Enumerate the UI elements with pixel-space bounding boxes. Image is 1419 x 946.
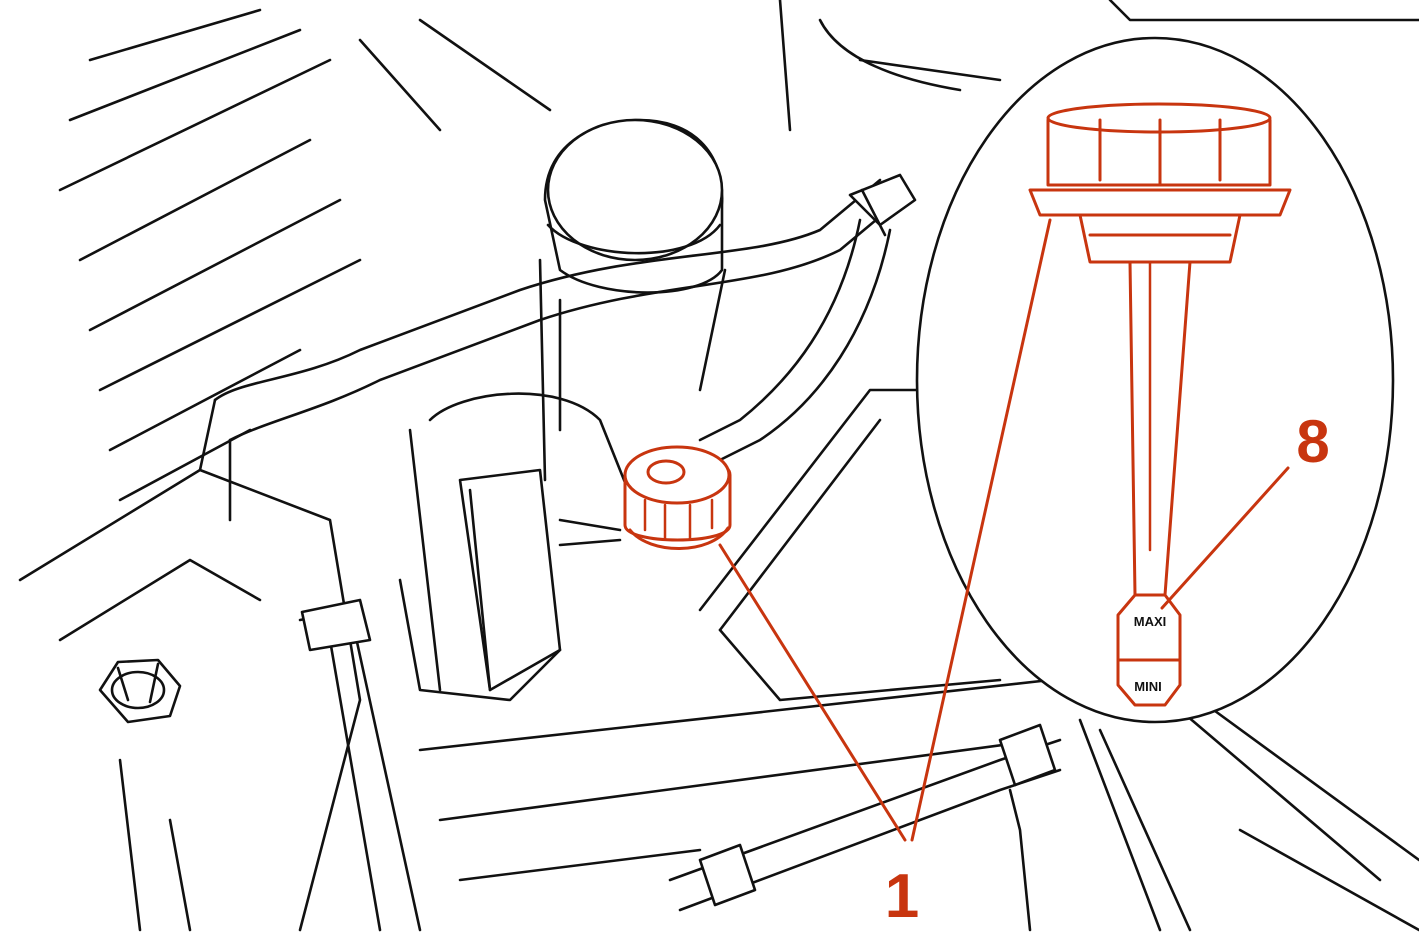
leader-cap-in-detail xyxy=(910,218,1052,842)
leader-level-marks xyxy=(1160,466,1290,610)
leader-cap-in-bay xyxy=(718,543,907,842)
reservoir-cap xyxy=(623,445,732,550)
callout-1: 1 xyxy=(885,862,919,931)
level-paddle xyxy=(1116,593,1182,707)
callout-8: 8 xyxy=(1296,408,1329,475)
leader-lines xyxy=(718,218,1290,842)
dipstick-min-label: MINI xyxy=(1134,679,1161,694)
engine-bay-linework xyxy=(18,0,1419,932)
coolant-tank xyxy=(538,118,727,482)
dipstick-max-label: MAXI xyxy=(1134,614,1167,629)
dipstick-cap-detail xyxy=(1028,102,1292,707)
detail-inset: MAXI MINI xyxy=(915,36,1395,724)
